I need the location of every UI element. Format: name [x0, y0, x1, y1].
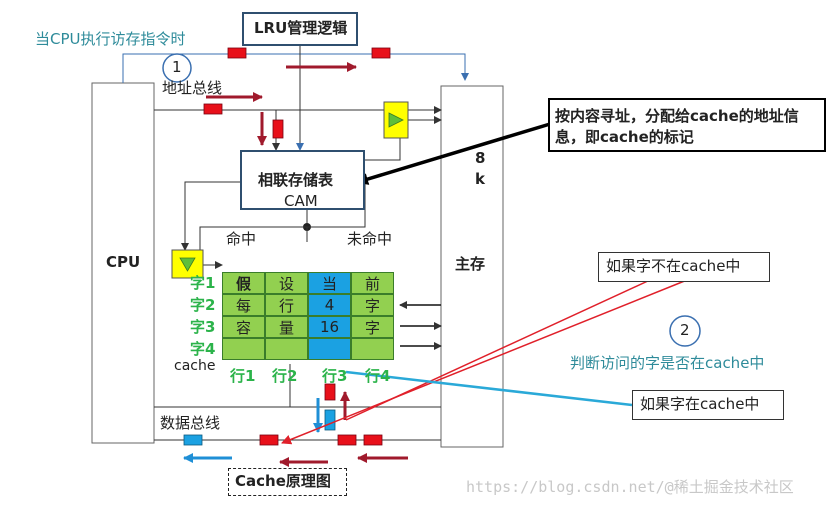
caption-box: [228, 468, 347, 496]
callout-arrow-to-cam: [356, 122, 551, 185]
callout-not-in-cache-box: [598, 252, 770, 282]
callout-not-in-cache-text: 如果字不在cache中: [606, 257, 741, 275]
size-label-k: k: [475, 170, 485, 188]
blue-packet: [183, 434, 203, 446]
miss-label: 未命中: [347, 230, 393, 248]
word-label-2: 字2: [190, 296, 216, 314]
step1-circle: [162, 53, 192, 83]
cam-sub-label: CAM: [284, 192, 318, 210]
cache-grid: 假 设 当 前 每 行 4 字 容 量 16 字: [222, 272, 394, 360]
cache-cell: 字: [351, 294, 394, 316]
row-label-4: 行4: [365, 367, 391, 385]
triangle-icon: [388, 112, 404, 128]
callout-line-hit: [345, 370, 633, 407]
callout-line-miss-2: [281, 279, 688, 445]
data-bus-label: 数据总线: [160, 414, 221, 432]
cache-cell: 4: [308, 294, 351, 316]
step1-label: 1: [172, 58, 182, 76]
cyan-flow-arrows: [183, 398, 323, 463]
cache-cell: 字: [351, 316, 394, 338]
callout-in-cache-box: [632, 390, 784, 420]
callout-address-box: [548, 98, 826, 152]
cam-box: [240, 150, 365, 210]
miss-line: [307, 175, 366, 228]
cache-cell: 当: [308, 272, 351, 294]
hit-label: 命中: [226, 230, 257, 248]
flow-arrows: [206, 62, 408, 467]
address-bus-label: 地址总线: [162, 79, 223, 97]
step2-label: 2: [680, 321, 690, 339]
red-packet: [272, 119, 284, 139]
cache-cell: 16: [308, 316, 351, 338]
cpu-label: CPU: [106, 253, 141, 271]
red-packet: [259, 434, 279, 446]
cache-cell: [308, 338, 351, 360]
blue-packet: [324, 409, 336, 431]
red-packet: [324, 383, 336, 401]
yellow-box-to-cam: [365, 138, 401, 161]
cpu-block: [91, 82, 155, 444]
cache-cell: 每: [222, 294, 265, 316]
cam-to-cache-control: [181, 181, 240, 251]
row-label-3: 行3: [322, 367, 348, 385]
row-label-2: 行2: [272, 367, 298, 385]
cache-cell: 量: [265, 316, 308, 338]
red-packet: [227, 47, 247, 59]
triangle-down-icon: [179, 257, 196, 272]
top-control-line: [122, 53, 469, 83]
blue-packets: [183, 409, 336, 446]
cam-label: 相联存储表: [258, 171, 334, 189]
cache-cell: 设: [265, 272, 308, 294]
red-packet: [363, 434, 383, 446]
word-label-1: 字1: [190, 274, 216, 292]
cache-cell: 容: [222, 316, 265, 338]
cache-cell: 假: [222, 272, 265, 294]
caption-label: Cache原理图: [235, 472, 331, 490]
callout-address-text: 按内容寻址，分配给cache的地址信息，即cache的标记: [555, 107, 799, 146]
size-label-8: 8: [475, 149, 486, 167]
step2-circle: [669, 315, 701, 347]
red-packet: [203, 103, 223, 115]
callout-in-cache-text: 如果字在cache中: [640, 395, 760, 413]
hit-line: [199, 226, 307, 250]
cache-cell: [265, 338, 308, 360]
red-packet: [371, 47, 391, 59]
cache-cell: 行: [265, 294, 308, 316]
cache-cell: [351, 338, 394, 360]
judge-text: 判断访问的字是否在cache中: [570, 354, 765, 372]
red-packet: [337, 434, 357, 446]
word-label-3: 字3: [190, 318, 216, 336]
lru-box: [242, 12, 358, 46]
main-memory-label: 主存: [455, 255, 486, 273]
lru-label: LRU管理逻辑: [254, 19, 348, 37]
word-label-4: 字4: [190, 340, 216, 358]
watermark: https://blog.csdn.net/@稀土掘金技术社区: [466, 478, 794, 496]
cache-cell: [222, 338, 265, 360]
cache-label: cache: [174, 358, 216, 374]
row-label-1: 行1: [230, 367, 256, 385]
red-packets: [203, 47, 391, 446]
title-when-cpu: 当CPU执行访存指令时: [35, 30, 186, 48]
cache-cell: 前: [351, 272, 394, 294]
